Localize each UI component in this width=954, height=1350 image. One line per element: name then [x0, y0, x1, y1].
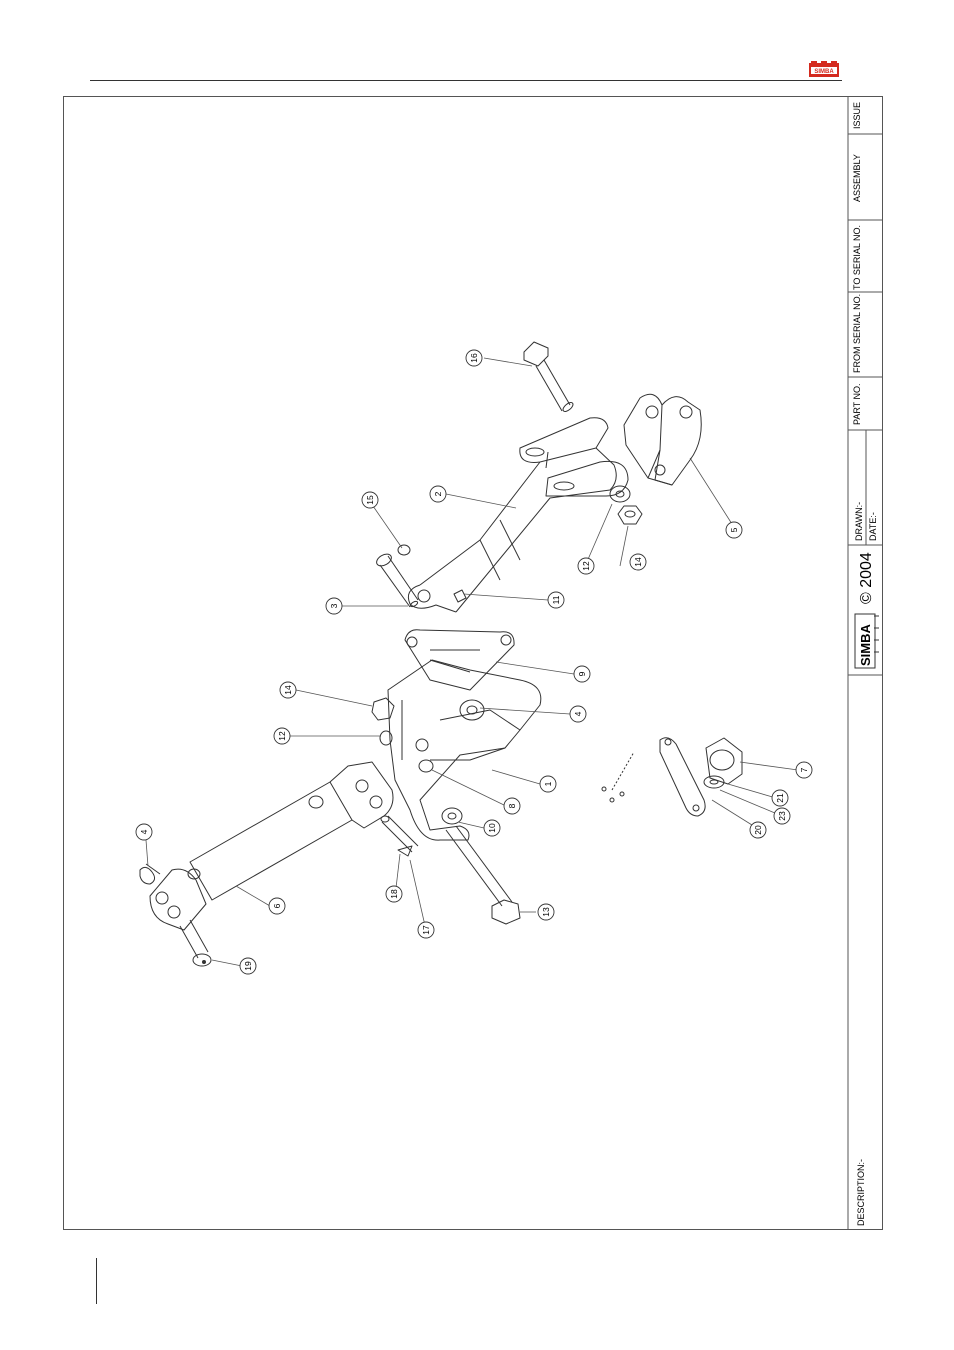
part-3-pin [375, 552, 419, 608]
callout-label: 20 [753, 825, 763, 835]
callout-label: 16 [469, 353, 479, 363]
part-16-bolt [524, 342, 575, 413]
callout-label: 23 [777, 811, 787, 821]
part-12-washer-right [610, 486, 630, 502]
part-14-nut-left [372, 698, 394, 720]
callout-label: 21 [775, 793, 785, 803]
part-17-pin [381, 816, 418, 856]
part-13-bolt [442, 808, 520, 924]
part-14-nut-right [618, 506, 642, 524]
small-part-a [602, 787, 606, 791]
part-5-bracket [624, 394, 701, 485]
callout-label: 11 [551, 595, 561, 604]
part-9-link [405, 630, 514, 690]
part-19-pin [180, 920, 211, 966]
part-7-lock-assembly [660, 738, 742, 816]
callout-label: 15 [365, 495, 375, 505]
callout-label: 14 [633, 557, 643, 567]
callout-label: 1 [543, 781, 553, 786]
callout-label: 19 [243, 961, 253, 971]
part-15-bush [398, 545, 410, 555]
callout-label: 14 [283, 685, 293, 695]
callout-label: 7 [799, 767, 809, 772]
callout-label: 3 [329, 603, 339, 608]
callout-label: 13 [541, 907, 551, 917]
part-1-body [388, 660, 541, 840]
part-11-grease-nipple [454, 590, 466, 602]
part-8-washer [419, 760, 433, 772]
callout-label: 9 [577, 671, 587, 676]
callout-label: 6 [272, 903, 282, 908]
part-4-clip-left [140, 864, 160, 884]
callout-label: 18 [389, 889, 399, 899]
callout-label: 10 [487, 823, 497, 833]
callout-label: 4 [573, 711, 583, 716]
part-2-arm [408, 418, 628, 612]
callout-label: 4 [139, 829, 149, 834]
callout-label: 5 [729, 527, 739, 532]
callout-label: 2 [433, 491, 443, 496]
callout-label: 17 [421, 925, 431, 935]
small-part-b [610, 798, 614, 802]
callout-label: 8 [507, 803, 517, 808]
small-part-c [620, 792, 624, 796]
callout-label: 12 [277, 731, 287, 741]
callout-label: 12 [581, 561, 591, 571]
